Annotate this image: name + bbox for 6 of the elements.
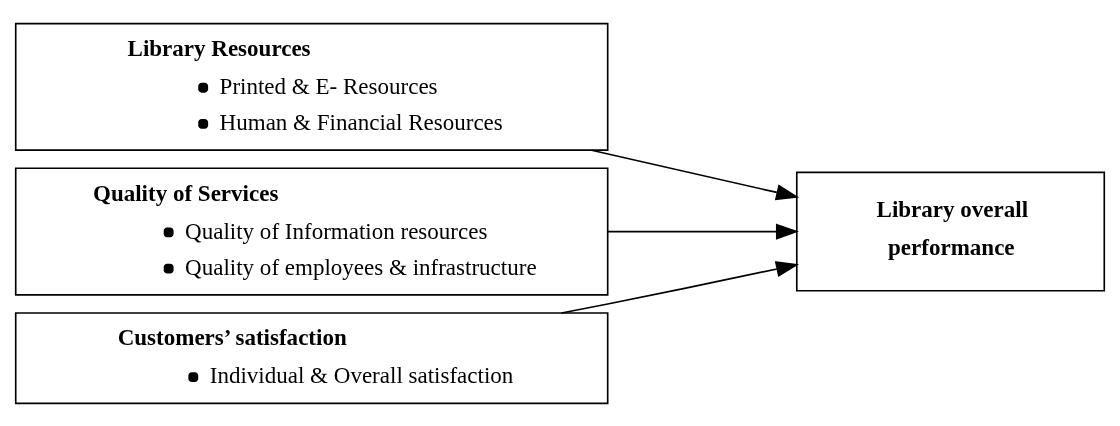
node-box: Library overall performance	[795, 171, 1106, 292]
arrow	[607, 223, 799, 240]
node-box: Customers’ satisfaction Individual & Overall satisfaction	[14, 311, 609, 404]
node-box: Library Resources Printed & E- Resources Human & Financial Resources	[14, 22, 609, 151]
node-box: Quality of Services Quality of Information resources Quality of employees & infrastructure	[14, 166, 609, 296]
arrow	[590, 148, 800, 200]
